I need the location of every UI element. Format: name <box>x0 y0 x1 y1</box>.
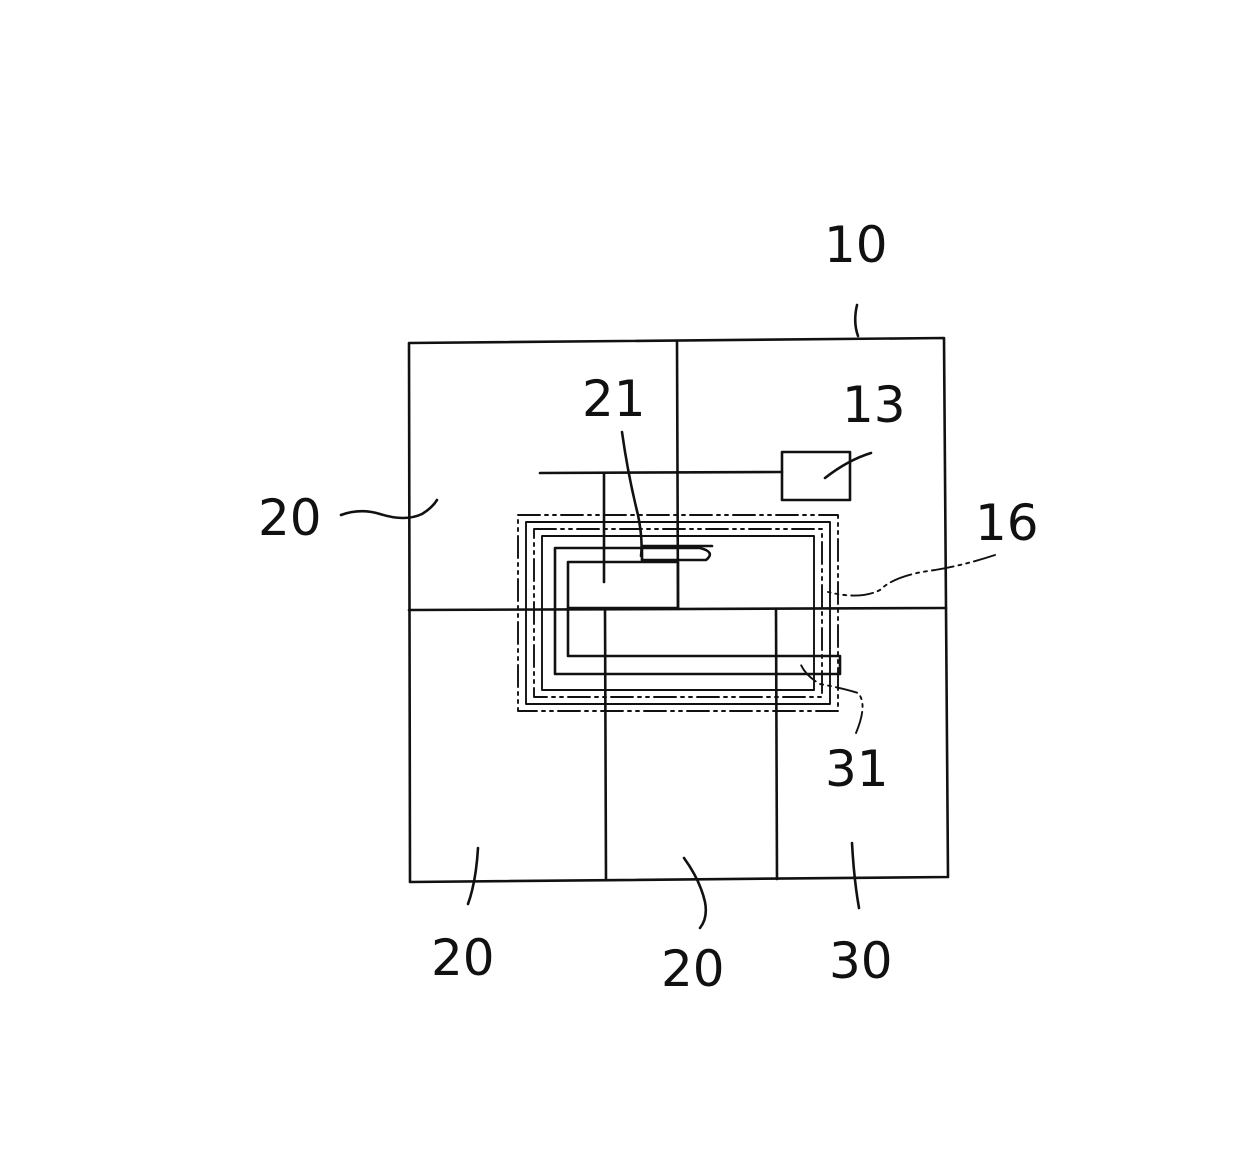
leader-13 <box>823 451 873 480</box>
label-31: 31 <box>825 740 889 798</box>
leader-31 <box>800 664 864 734</box>
lower-right-vertical-divider <box>774 607 779 881</box>
label-20-bottom-mid: 20 <box>661 940 725 998</box>
leader-21 <box>620 430 643 558</box>
leader-10 <box>853 303 860 338</box>
coil-winding-2 <box>525 521 831 705</box>
label-20-bottom-left: 20 <box>431 929 495 987</box>
outer-frame <box>407 336 950 884</box>
inner-loop-lower <box>553 546 842 676</box>
leader-20-bottom-left <box>466 846 480 906</box>
label-13: 13 <box>842 376 906 434</box>
label-21: 21 <box>582 370 646 428</box>
leader-30 <box>850 841 861 910</box>
leader-16 <box>827 554 996 597</box>
label-16: 16 <box>975 494 1039 552</box>
leader-20-left <box>339 498 439 520</box>
label-30: 30 <box>829 932 893 990</box>
coil-winding-4 <box>541 535 815 691</box>
label-20-left: 20 <box>258 489 322 547</box>
element-13-lead <box>538 470 784 475</box>
inner-loop-upper <box>566 560 680 610</box>
label-10: 10 <box>824 216 888 274</box>
lower-left-vertical-divider <box>603 607 608 882</box>
element-13-box <box>780 450 852 502</box>
leader-20-bottom-mid <box>682 856 708 930</box>
coil-winding-3 <box>533 528 823 698</box>
